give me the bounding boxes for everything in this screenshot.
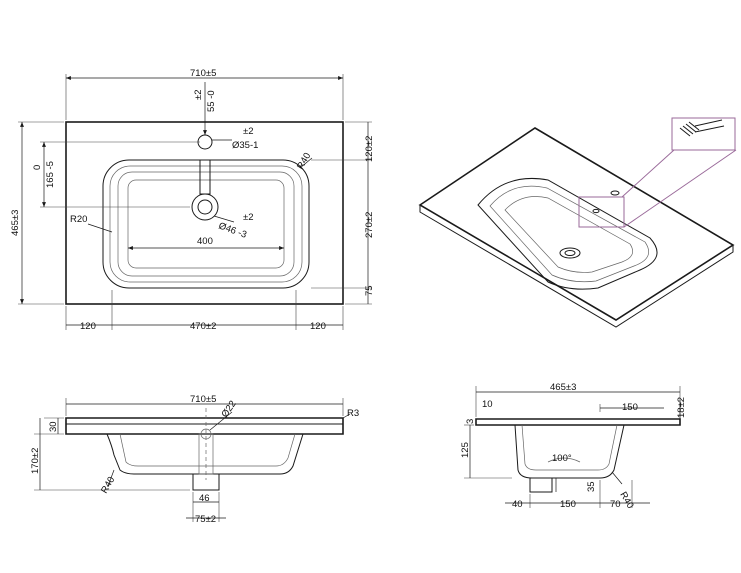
iso-basin-floor: [504, 196, 633, 273]
dim-offset-tol-b: 165 -5: [45, 161, 56, 188]
dim-drain: Ø46 -3: [217, 220, 248, 240]
dim-radius-outer: R40: [295, 151, 313, 172]
top-view-outline: [65, 121, 344, 305]
detail-leader-top: [621, 149, 675, 198]
side-dim-bottom-left: 40: [512, 499, 523, 510]
iso-slab-top: [418, 127, 735, 321]
iso-basin-outer: [477, 177, 658, 290]
iso-overflow: [592, 208, 600, 214]
side-dim-slab: 3: [465, 419, 476, 424]
side-dim-rear-offset: 150: [622, 402, 638, 413]
top-view: 710±5 ±2 55 -0 ±2 Ø35-1 R40 Ø46 -3 ±2 40…: [10, 68, 375, 332]
side-view: 465±3 150 18±2 10 3 125 100° 35 R40 40 1…: [460, 382, 687, 511]
dim-side-right: 120: [310, 321, 326, 332]
dim-basin-width: 470±2: [190, 321, 216, 332]
side-dim-overall-depth: 465±3: [550, 382, 576, 393]
iso-drain: [559, 247, 581, 259]
drain-outer: [191, 193, 219, 221]
drain-inner: [197, 199, 213, 215]
detail-marker: [578, 196, 625, 228]
front-dim-slab: 30: [48, 421, 59, 432]
front-dim-edge-radius: R3: [347, 408, 359, 419]
dim-rim-bottom: 75: [364, 285, 375, 296]
iso-basin-inner: [489, 185, 649, 283]
basin-floor: [127, 179, 285, 269]
dim-tap-offset-tol: ±2: [193, 90, 204, 101]
dim-basin-inner: 400: [197, 236, 213, 247]
front-dim-tap-hole: Ø22: [219, 399, 238, 420]
side-waste: [529, 477, 553, 493]
dim-drain-tol: ±2: [243, 212, 254, 223]
dim-tap-hole-tol: ±2: [243, 126, 254, 137]
dim-rim-top: 120±2: [364, 136, 375, 162]
side-basin-body: [514, 424, 625, 479]
dim-offset-tol-a: 0: [32, 165, 43, 170]
side-dim-bottom-right: 70: [610, 499, 621, 510]
iso-slab-edge: [419, 205, 734, 328]
side-dim-height: 125: [460, 442, 471, 458]
front-dim-overall-width: 710±5: [190, 394, 216, 405]
detail-leader-bottom: [623, 149, 737, 228]
side-dim-waste-depth: 35: [586, 481, 597, 492]
front-dim-height: 170±2: [30, 448, 41, 474]
front-basin-inner: [119, 433, 296, 467]
basin-contour-1: [109, 165, 303, 283]
front-basin-body: [106, 433, 304, 475]
side-slab: [475, 418, 681, 426]
side-dim-angle: 100°: [552, 453, 572, 464]
front-view: 710±5 Ø22 R3 30 170±2 R40 46 75±2: [30, 394, 359, 525]
front-dim-bottom-radius: R40: [99, 475, 117, 496]
iso-drain-inner: [564, 250, 576, 256]
side-dim-bottom-mid: 150: [560, 499, 576, 510]
tap-hole: [197, 134, 213, 150]
front-dim-waste-inner: 46: [199, 493, 210, 504]
front-waste: [192, 473, 220, 491]
dim-overall-depth: 465±3: [10, 210, 21, 236]
side-dim-edge-thickness: 18±2: [676, 397, 687, 418]
dim-side-left: 120: [80, 321, 96, 332]
front-dim-waste-outer: 75±2: [195, 514, 216, 525]
detail-callout: [671, 117, 736, 151]
side-basin-inner: [521, 424, 618, 471]
side-angle-arc: [547, 457, 581, 463]
basin-outer-edge: [102, 159, 310, 289]
dim-basin-length: 270±2: [364, 212, 375, 238]
side-dim-slab-top: 10: [482, 399, 493, 410]
iso-tap-hole: [610, 190, 620, 196]
basin-contour-2: [117, 171, 295, 277]
dim-radius-inner: R20: [70, 214, 87, 225]
dim-tap-offset: 55 -0: [206, 90, 217, 112]
overflow-channel: [199, 159, 211, 195]
isometric-view: [418, 117, 737, 328]
front-slab: [65, 417, 344, 435]
detail-hatch: [679, 121, 700, 137]
dim-tap-hole: Ø35-1: [232, 140, 258, 151]
dim-overall-width: 710±5: [190, 68, 216, 79]
